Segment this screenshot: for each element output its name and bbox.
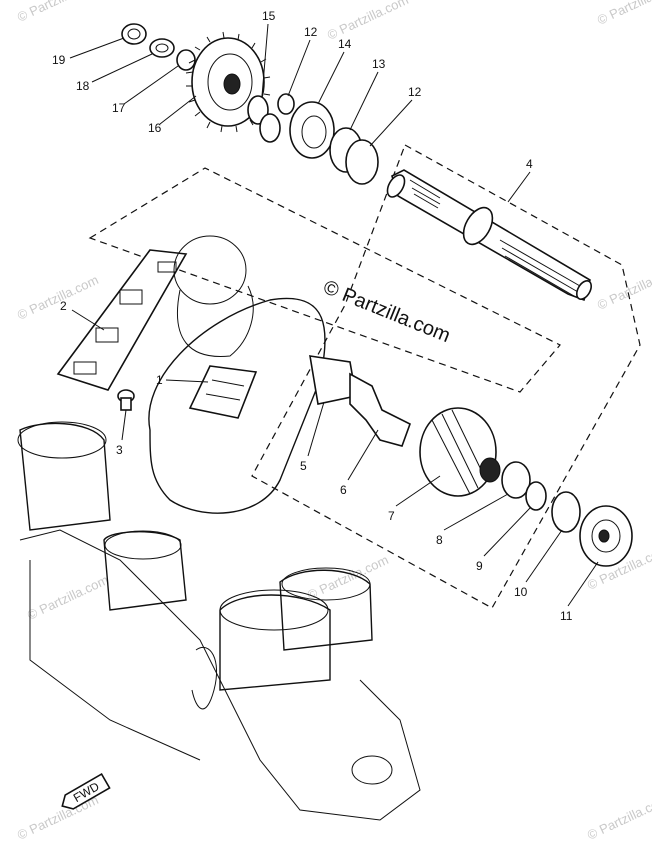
callout-label: 12	[408, 85, 422, 99]
callout-label: 17	[112, 101, 126, 115]
watermark-faint: © Partzilla.com	[305, 552, 391, 603]
callout-label: 12	[304, 25, 318, 39]
callout-label: 8	[436, 533, 443, 547]
callout-label: 11	[560, 609, 573, 623]
watermark-faint: © Partzilla.com	[585, 792, 652, 843]
callout-label: 10	[514, 585, 528, 599]
callout-label: 13	[372, 57, 386, 71]
callout-label: 7	[388, 509, 395, 523]
lower-parts-group	[309, 355, 633, 567]
upper-dashed-box	[88, 167, 561, 393]
callout-label: 3	[116, 443, 123, 457]
watermark-faint: © Partzilla.com	[15, 272, 101, 323]
engine-block-outline	[17, 235, 421, 821]
callout-label: 4	[526, 157, 533, 171]
callout-label: 14	[338, 37, 352, 51]
callout-label: 6	[340, 483, 347, 497]
plate-part-2	[56, 249, 188, 391]
callout-label: 5	[300, 459, 307, 473]
callout-label: 2	[60, 299, 67, 313]
watermark-faint: © Partzilla.com	[25, 572, 111, 623]
watermark-faint: © Partzilla.com	[595, 0, 652, 28]
callout-labels: 19 18 17 16 15 12 14 13 12 4 2 1 3 5 6 7…	[52, 9, 573, 623]
callout-label: 15	[262, 9, 276, 23]
bolt-part-3	[117, 389, 135, 411]
watermark-faint: © Partzilla.com	[15, 0, 101, 25]
watermark-main: © Partzilla.com	[320, 276, 453, 347]
callout-label: 18	[76, 79, 90, 93]
callout-label: 19	[52, 53, 66, 67]
callout-label: 16	[148, 121, 162, 135]
shaft-part-4	[386, 169, 593, 302]
callout-label: 1	[156, 373, 163, 387]
leader-lines	[69, 23, 599, 607]
callout-label: 9	[476, 559, 483, 573]
part-1	[188, 365, 258, 419]
upper-parts-group	[121, 23, 379, 185]
